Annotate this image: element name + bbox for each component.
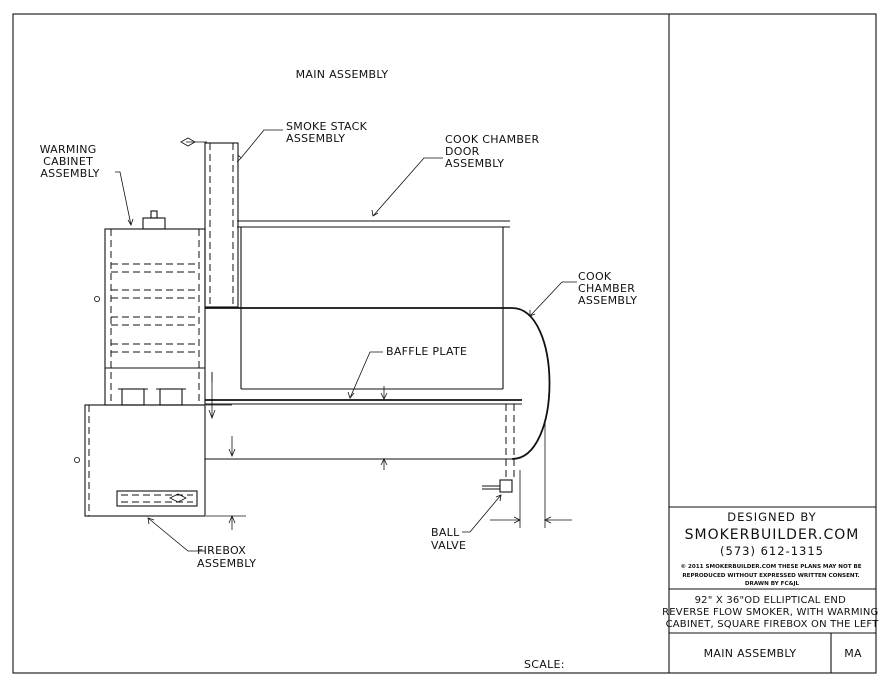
cook-chamber-label: COOK CHAMBER ASSEMBLY bbox=[578, 270, 639, 307]
sheet-border bbox=[12, 13, 877, 674]
cook-chamber-door bbox=[237, 220, 510, 390]
warming-cabinet-label: WARMING CABINET ASSEMBLY bbox=[40, 143, 101, 180]
cook-chamber bbox=[205, 307, 551, 481]
scale-label: SCALE: bbox=[524, 658, 565, 671]
designed-by-text: DESIGNED BY bbox=[727, 510, 816, 524]
drawing-title: MAIN ASSEMBLY bbox=[296, 68, 389, 81]
company-name: SMOKERBUILDER.COM bbox=[685, 527, 860, 543]
smoke-stack bbox=[180, 137, 239, 308]
drawing-description: 92" X 36"OD ELLIPTICAL END REVERSE FLOW … bbox=[662, 595, 882, 630]
callout-leaders bbox=[115, 129, 577, 552]
dimension-marks bbox=[206, 372, 572, 530]
smoke-stack-label: SMOKE STACK ASSEMBLY bbox=[286, 120, 371, 145]
copyright-notice: © 2011 SMOKERBUILDER.COM THESE PLANS MAY… bbox=[680, 564, 863, 587]
firebox-label: FIREBOX ASSEMBLY bbox=[197, 544, 256, 570]
phone-number: (573) 612-1315 bbox=[720, 544, 824, 558]
sheet-name: MAIN ASSEMBLY bbox=[704, 647, 797, 660]
ball-valve-label: BALL VALVE bbox=[431, 526, 466, 552]
warming-cabinet bbox=[94, 210, 206, 406]
firebox bbox=[74, 388, 206, 517]
title-block bbox=[669, 506, 876, 673]
sheet-code: MA bbox=[844, 647, 862, 660]
baffle-plate-label: BAFFLE PLATE bbox=[386, 345, 467, 358]
ball-valve bbox=[482, 479, 513, 493]
cook-chamber-door-label: COOK CHAMBER DOOR ASSEMBLY bbox=[445, 133, 543, 170]
